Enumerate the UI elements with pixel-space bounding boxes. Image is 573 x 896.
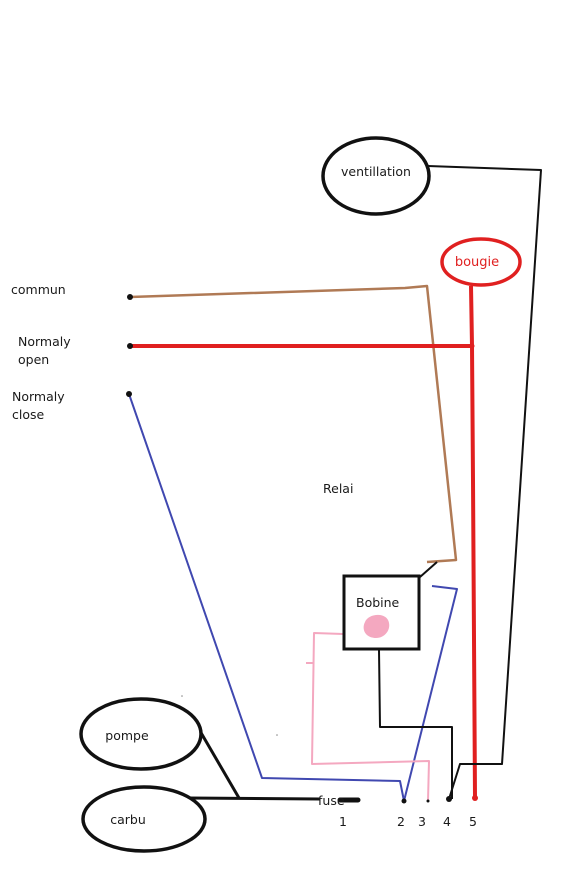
relai-label: Relai: [323, 481, 353, 496]
wire-pompe: [198, 730, 241, 799]
carbu-ellipse: [81, 785, 207, 853]
bobine-pink-blob: [363, 614, 390, 638]
pompe-ellipse: [79, 697, 203, 771]
normaly-close-label-line1: Normaly: [12, 389, 65, 404]
terminal-pin2: [401, 798, 407, 804]
wire-brown-to-bobine: [419, 561, 438, 578]
wire-blue-bobine-pin2: [403, 585, 458, 802]
bobine-box: [342, 574, 421, 651]
terminal-pin4: [446, 796, 452, 802]
bobine-label: Bobine: [356, 595, 400, 610]
normaly-open-label-line2: open: [18, 352, 49, 367]
normaly-close-label-line2: close: [12, 407, 45, 422]
wire-bougie-red: [469, 285, 477, 799]
carbu-label: carbu: [110, 812, 146, 827]
wire-pink: [311, 632, 430, 802]
terminal-normaly-open: [127, 343, 133, 349]
terminal-commun: [127, 294, 133, 300]
bougie-label: bougie: [455, 255, 499, 270]
bougie-ellipse: [440, 237, 522, 287]
pin-label-2: 2: [397, 814, 405, 829]
fuse-label: fuse: [318, 793, 345, 808]
terminal-pin5: [472, 795, 478, 801]
commun-label: commun: [11, 282, 66, 297]
terminal-pin3: [426, 799, 430, 803]
speck: [276, 734, 278, 736]
wire-normaly-close-blue: [128, 393, 405, 802]
wire-commun-brown: [129, 284, 458, 564]
speck: [181, 695, 183, 697]
normaly-open-label-line1: Normaly: [18, 334, 71, 349]
pin-label-5: 5: [469, 814, 477, 829]
junction-red: [469, 343, 475, 349]
wire-ventillation: [427, 165, 542, 800]
wire-bobine-pin4: [378, 649, 453, 799]
pompe-label: pompe: [105, 728, 149, 743]
pin-label-1: 1: [339, 814, 347, 829]
ventillation-ellipse: [321, 136, 431, 216]
pin-label-4: 4: [443, 814, 451, 829]
terminal-normaly-close: [126, 391, 132, 397]
wire-carbu-fuse: [187, 796, 321, 801]
ventillation-label: ventillation: [341, 164, 411, 179]
pin-label-3: 3: [418, 814, 426, 829]
